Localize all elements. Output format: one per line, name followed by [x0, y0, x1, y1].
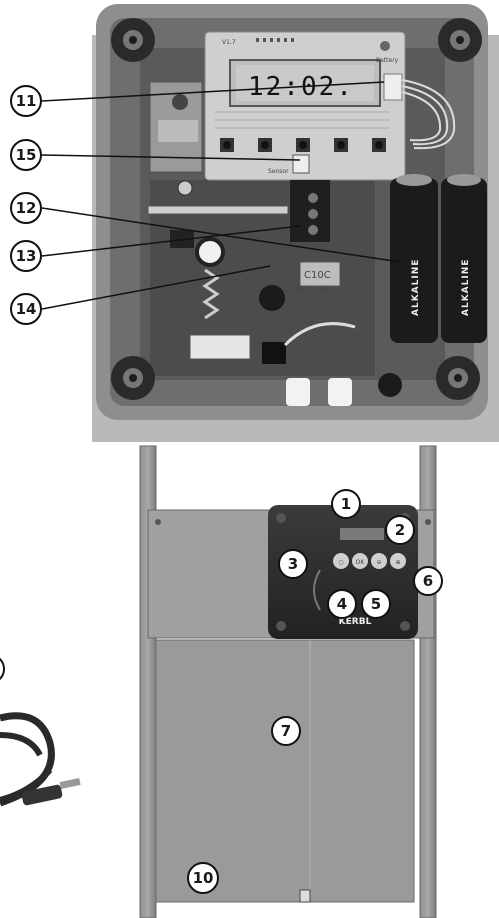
sensor-connector [292, 154, 310, 174]
pcb-version-label: V1.7 [222, 39, 236, 46]
box-button-ok [352, 553, 368, 569]
callout-13-label: 13 [16, 247, 37, 265]
buzzer [378, 373, 402, 397]
callout-7-label: 7 [281, 722, 291, 740]
box-button-minus [371, 553, 387, 569]
box-button-minus-glyph: ⊖ [376, 559, 381, 566]
battery-left-label: ALKALINE [411, 259, 421, 316]
box-button-plus [390, 553, 406, 569]
brand-label: KERBL [339, 617, 372, 627]
callout-10-label: 10 [193, 869, 214, 887]
callout-13: 13 [10, 240, 42, 272]
callout-15-label: 15 [16, 146, 37, 164]
battery-connector [383, 73, 403, 101]
callout-12: 12 [10, 192, 42, 224]
callout-lines-top [41, 81, 401, 310]
ribbon-cable [401, 79, 456, 150]
box-display [340, 528, 384, 540]
callout-10: 10 [187, 862, 219, 894]
bracket [189, 334, 251, 360]
capacitor [259, 285, 285, 311]
callout-11: 11 [10, 85, 42, 117]
callout-4-label: 4 [337, 595, 347, 613]
battery-left [390, 178, 438, 343]
callout-2: 2 [385, 515, 415, 545]
spring [202, 268, 220, 320]
power-cable [0, 657, 81, 807]
sensor-label: Sensor [268, 168, 289, 175]
open-close-label: OPEN ◦ ◦ CLOSE [296, 286, 329, 291]
callout-1-label: 1 [341, 495, 351, 513]
pcb-buttons [220, 138, 386, 152]
cable-glands [286, 378, 352, 406]
chip-label: C10C [304, 270, 331, 281]
batteries: ALKALINE ALKALINE [390, 174, 487, 343]
callout-1: 1 [331, 489, 361, 519]
door-photo: ○ OK ⊖ ⊕ KERBL [0, 445, 437, 918]
pcb-board: V1.7 12:02. Battery Sensor [204, 31, 406, 181]
battery-connector-label: Battery [376, 57, 399, 64]
callout-3: 3 [278, 549, 308, 579]
callout-14: 14 [10, 293, 42, 325]
callout-5: 5 [361, 589, 391, 619]
battery-right [441, 178, 487, 343]
sliding-door [155, 639, 415, 903]
callout-14-label: 14 [16, 300, 37, 318]
corner-screw-pockets [111, 18, 482, 400]
box-button-ok-glyph: OK [356, 559, 366, 566]
callout-7: 7 [271, 716, 301, 746]
callout-6-label: 6 [423, 572, 433, 590]
callout-3-label: 3 [288, 555, 298, 573]
callout-15: 15 [10, 139, 42, 171]
callout-2-label: 2 [395, 521, 405, 539]
door-pin [299, 889, 311, 903]
box-button-1-glyph: ○ [338, 559, 343, 566]
callout-12-label: 12 [16, 199, 37, 217]
box-button-plus-glyph: ⊕ [395, 559, 400, 566]
open-enclosure-photo: V1.7 12:02. Battery Sensor [41, 4, 499, 442]
battery-right-label: ALKALINE [461, 259, 471, 316]
callout-11-label: 11 [16, 92, 37, 110]
callout-6: 6 [413, 566, 443, 596]
gear-wheel [195, 237, 225, 267]
callout-4: 4 [327, 589, 357, 619]
callout-5-label: 5 [371, 595, 381, 613]
box-button-1 [333, 553, 349, 569]
